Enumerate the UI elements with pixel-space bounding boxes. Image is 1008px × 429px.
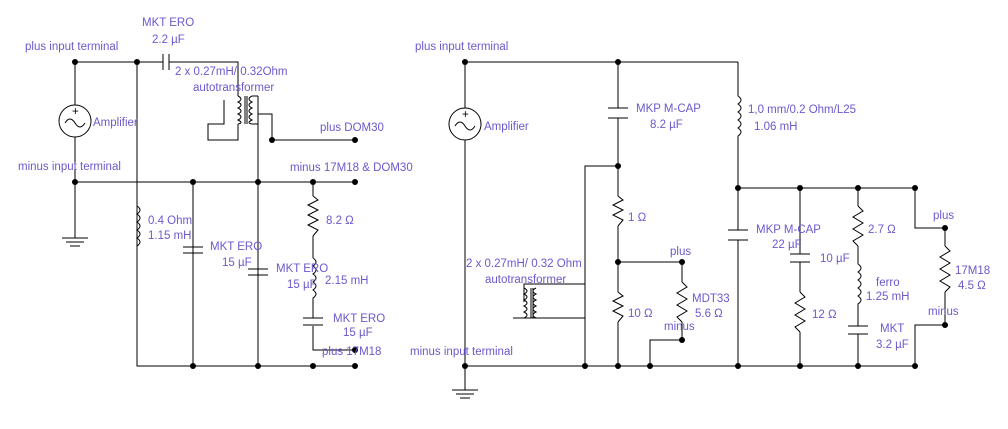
right-rnotch-label: 12 Ω [812,309,837,321]
right-cseries-name: MKP M-CAP [636,103,701,115]
left-shunt-inductor [136,182,141,366]
right-trap-inductor [857,263,862,306]
right-circuit: + [410,41,990,399]
left-lseries-label: 2.15 mH [325,275,368,287]
right-rtrap-label: 2.7 Ω [868,224,896,236]
right-amplifier-label: Amplifier [484,121,529,133]
right-tweeter-name: MDT33 [692,293,730,305]
left-plus-woofer-label: plus 17M18 [322,346,381,358]
right-trap-capacitor [848,325,868,335]
right-resistor-1 [611,195,625,227]
left-autotrafo-spec: 2 x 0.27mH/ 0.32Ohm [175,66,288,78]
left-series-capacitor [162,54,170,70]
left-c3-name: MKT ERO [333,313,385,325]
right-r2-label: 10 Ω [628,308,653,320]
left-lshunt-l: 1.15 mH [148,230,191,242]
left-lshunt-r: 0.4 Ohm [148,215,192,227]
right-autotrafo-name: autotransformer [485,274,566,286]
right-autotrafo-spec: 2 x 0.27mH/ 0.32 Ohm [466,258,582,270]
right-cshunt-name: MKP M-CAP [756,224,821,236]
right-cnotch-label: 10 µF [820,253,850,265]
left-c3-value: 15 µF [343,327,373,339]
left-plus-tweeter-label: plus DOM30 [320,122,384,134]
right-resistor-10 [611,291,625,323]
left-minus-common-label: minus 17M18 & DOM30 [290,162,413,174]
right-tweeter-plus: plus [670,246,691,258]
svg-text:+: + [462,109,469,121]
right-lseries-value: 1.06 mH [754,121,797,133]
right-ltrap-name: ferro [876,277,900,289]
right-minus-input-label: minus input terminal [410,346,513,358]
left-autotransformer [236,95,259,125]
right-tweeter-minus: minus [664,321,695,333]
left-series-capacitor-3 [303,317,323,326]
right-r1-label: 1 Ω [628,212,647,224]
right-notch-capacitor [790,253,810,263]
right-lseries-label: 1,0 mm/0.2 Ohm/L25 [748,104,856,116]
left-circuit: + [18,17,413,369]
right-autotransformer [513,287,538,319]
left-junctions [72,59,358,369]
left-c2-value: 15 µF [287,279,317,291]
left-series-resistor [306,195,320,237]
left-c2-name: MKT ERO [276,263,328,275]
right-cseries-value: 8.2 µF [650,119,683,131]
left-ground-icon [62,237,88,247]
left-c1-value: 15 µF [222,257,252,269]
left-amplifier-label: Amplifier [93,117,138,129]
right-notch-resistor [794,291,806,333]
right-ctrap-name: MKT [880,323,904,335]
right-tweeter-symbol [676,281,688,323]
left-c1-name: MKT ERO [210,241,262,253]
right-ltrap-value: 1.25 mH [866,291,909,303]
right-series-inductor [737,95,742,137]
right-junctions [462,59,948,369]
svg-text:+: + [72,106,79,118]
left-amplifier-symbol: + [58,104,92,138]
right-trap-resistor [852,205,864,247]
right-plus-input-label: plus input terminal [415,41,508,53]
right-woofer-symbol [939,245,951,293]
left-cseries-value: 2.2 µF [152,34,185,46]
left-plus-input-label: plus input terminal [25,41,118,53]
left-shunt-capacitor-1 [183,246,203,254]
left-series-inductor [312,257,317,300]
right-cshunt-value: 22 µF [772,239,802,251]
left-rseries-label: 8.2 Ω [326,215,354,227]
left-minus-input-label: minus input terminal [18,161,121,173]
right-shunt-capacitor [728,229,748,241]
right-ctrap-value: 3.2 µF [876,339,909,351]
right-woofer-value: 4.5 Ω [958,280,986,292]
right-woofer-plus: plus [933,210,954,222]
left-cseries-name: MKT ERO [142,17,194,29]
left-wires [74,61,355,367]
right-woofer-name: 17M18 [955,265,990,277]
right-ground-icon [452,389,478,399]
left-shunt-capacitor-2 [248,268,268,276]
right-series-capacitor [608,107,628,119]
right-tweeter-value: 5.6 Ω [695,308,723,320]
right-woofer-minus: minus [928,306,959,318]
right-amplifier-symbol: + [448,107,482,141]
left-autotrafo-name: autotransformer [193,82,274,94]
